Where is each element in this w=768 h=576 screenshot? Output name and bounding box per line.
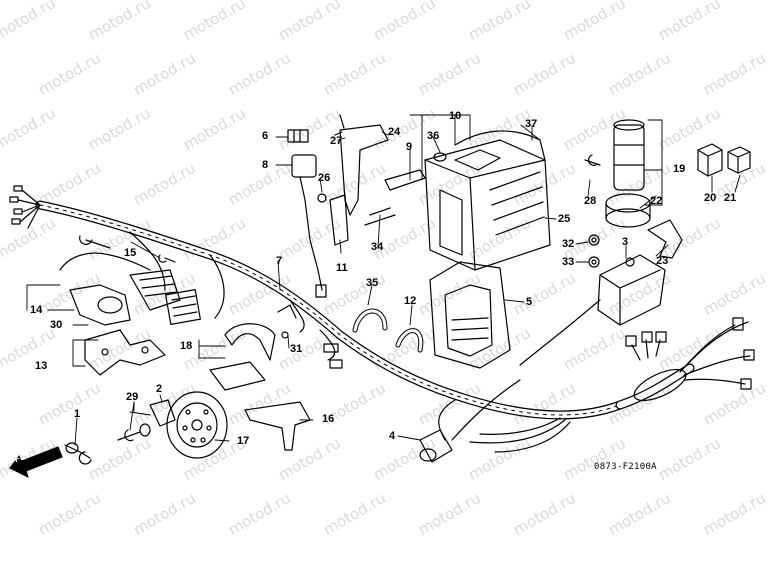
- callout-21: 21: [724, 192, 737, 204]
- callout-35: 35: [366, 277, 379, 289]
- callout-5: 5: [526, 296, 533, 308]
- callout-33: 33: [562, 256, 575, 268]
- callout-13: 13: [35, 360, 48, 372]
- bolt-1: [64, 442, 92, 465]
- callout-30: 30: [50, 319, 63, 331]
- wire-harness: [9, 185, 755, 453]
- callout-2: 2: [156, 383, 163, 395]
- ignition-coil: [597, 254, 666, 326]
- callout-4: 4: [389, 430, 396, 442]
- callout-16: 16: [322, 413, 335, 425]
- callout-1: 1: [74, 408, 81, 420]
- small-relays: [697, 143, 751, 177]
- callout-15: 15: [124, 247, 137, 259]
- callout-18: 18: [180, 340, 193, 352]
- cdi-cover: [429, 261, 511, 369]
- drawing-code: 0873-F2100A: [594, 462, 657, 472]
- callout-22: 22: [650, 195, 663, 207]
- callout-29: 29: [126, 391, 139, 403]
- clamps: [352, 308, 424, 353]
- horn-stay: [117, 399, 176, 442]
- cdi-unit: [424, 139, 551, 271]
- callout-37: 37: [525, 118, 538, 130]
- callout-28: 28: [584, 195, 597, 207]
- stays-and-nuts: [158, 154, 683, 339]
- front-direction-arrow-icon: [9, 446, 63, 478]
- starter-relay: [605, 119, 651, 228]
- bracket-13: [84, 329, 166, 376]
- callout-34: 34: [371, 241, 384, 253]
- callout-17: 17: [237, 435, 250, 447]
- callout-12: 12: [404, 295, 417, 307]
- callout-25: 25: [558, 213, 571, 225]
- callout-6: 6: [262, 130, 269, 142]
- main-switch-assembly: [59, 235, 201, 326]
- callout-20: 20: [704, 192, 717, 204]
- callout-36: 36: [427, 130, 440, 142]
- callout-32: 32: [562, 238, 575, 250]
- callout-23: 23: [656, 255, 669, 267]
- leader-lines: [26, 114, 741, 446]
- callout-8: 8: [262, 159, 269, 171]
- callout-26: 26: [318, 172, 331, 184]
- horn-bracket: [209, 323, 311, 451]
- callout-7: 7: [276, 255, 283, 267]
- callout-10: 10: [449, 110, 462, 122]
- fuse-and-brackets: [287, 114, 546, 298]
- callout-31: 31: [290, 343, 303, 355]
- callout-9: 9: [406, 141, 413, 153]
- callout-19: 19: [673, 163, 686, 175]
- callout-3: 3: [622, 236, 629, 248]
- horn: [166, 391, 228, 459]
- spark-plug-cap: [419, 379, 521, 463]
- callout-27: 27: [330, 135, 343, 147]
- callout-14: 14: [30, 304, 43, 316]
- callout-24: 24: [388, 126, 401, 138]
- callout-11: 11: [336, 262, 348, 274]
